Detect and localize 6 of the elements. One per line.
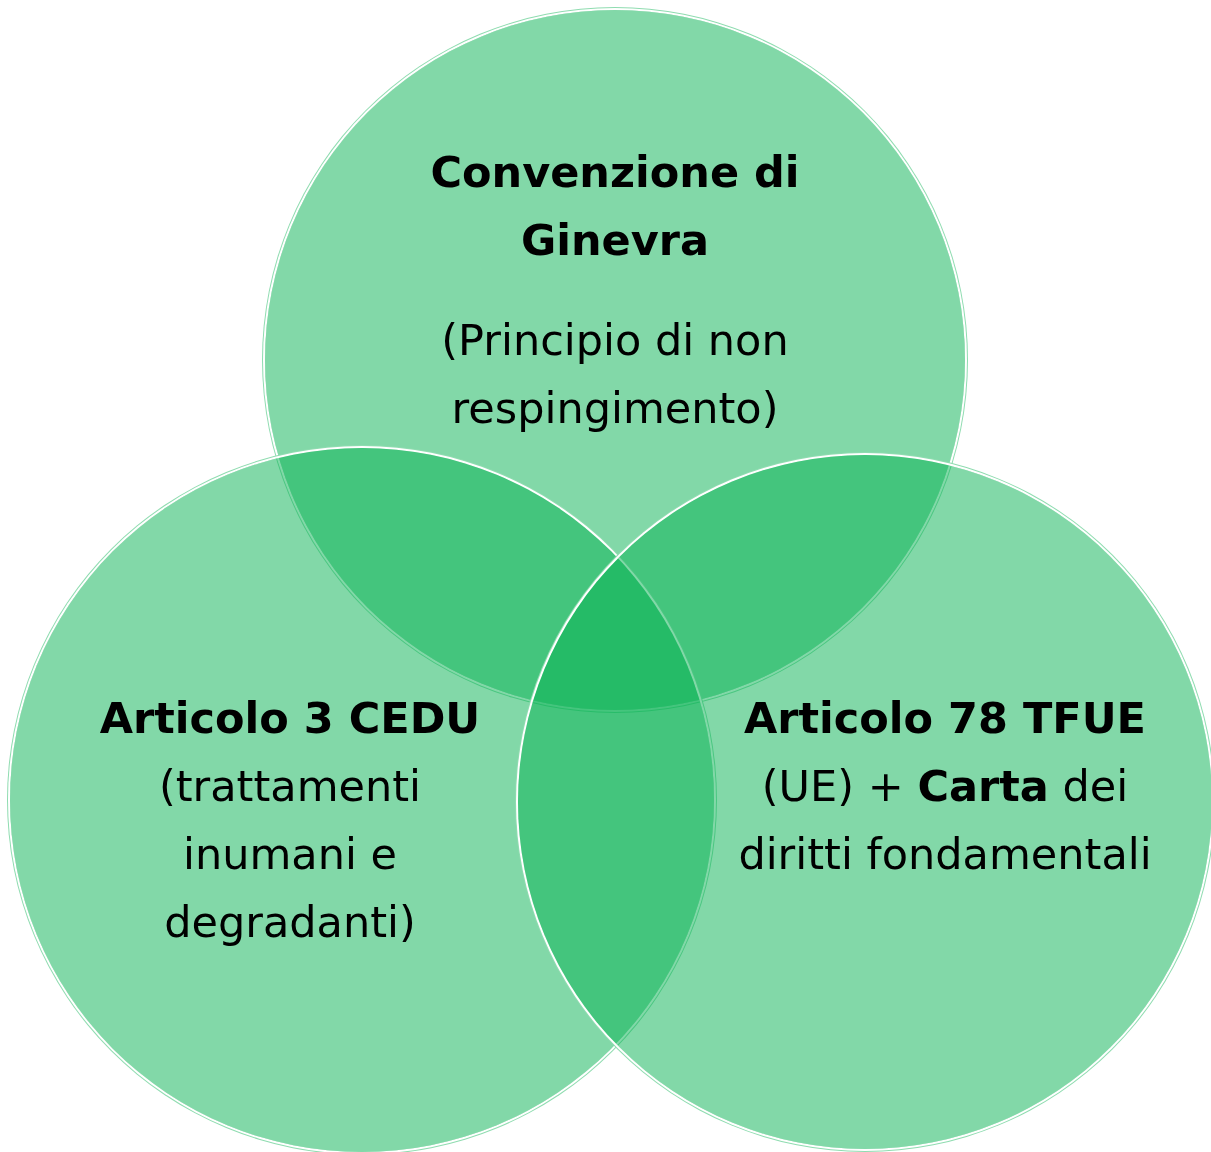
circle-heading: Convenzione di Ginevra [429, 146, 801, 267]
circle-description: (Principio di non respingimento) [440, 314, 790, 435]
circle-description: (trattamenti inumani e degradanti) [157, 760, 423, 949]
circle-heading: Articolo 3 CEDU [98, 692, 482, 745]
circle-description: (UE) + Carta dei diritti fondamentali [737, 760, 1153, 881]
circle-heading: Articolo 78 TFUE [743, 692, 1147, 745]
